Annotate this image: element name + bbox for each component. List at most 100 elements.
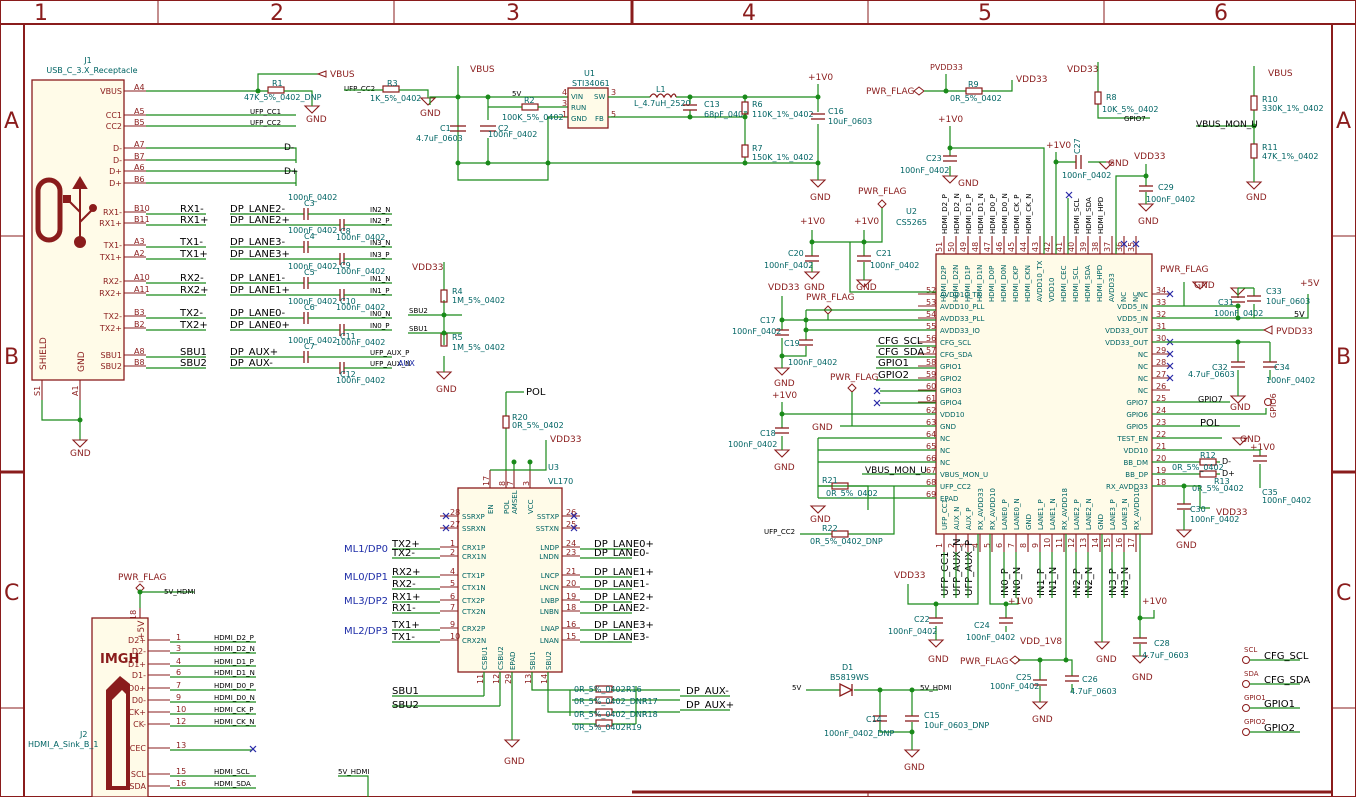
ground-icon — [1175, 529, 1193, 538]
u2-top-net: HDMI_D1_P — [965, 194, 973, 234]
dp-net-label: DP_AUX- — [230, 358, 273, 369]
u3-right-pin-num: 16 — [566, 620, 576, 629]
usb-dminus-net: D- — [284, 143, 294, 153]
u2-top-pin-name: HDMI_D1N — [976, 265, 984, 302]
zone-row-left-C: C — [4, 581, 19, 606]
u2-right-pin-num: 32 — [1156, 310, 1166, 319]
u3-top-pin-num: 8 — [498, 481, 507, 486]
dp-cap-value: 100nF_0402 — [336, 338, 385, 347]
u3-left-pin-num: 27 — [450, 520, 460, 529]
u2-top-pin-num: 48 — [971, 242, 980, 252]
u2-left-pin-name: AVDD10_PLL — [940, 303, 984, 311]
pwr-flag-vdd1v8: PWR_FLAG — [960, 657, 1008, 667]
j1-net-label: RX2- — [180, 273, 204, 284]
gnd-c23: GND — [958, 179, 979, 189]
u3-left-net: RX2- — [392, 579, 416, 590]
u2-left-pin-num: 58 — [926, 358, 936, 367]
svg-text:CFG_SCL: CFG_SCL — [878, 336, 923, 347]
no-connect-icon — [570, 512, 578, 520]
u3-left-pin-num: 4 — [450, 567, 455, 576]
u2-top-pin-num: 47 — [983, 242, 992, 252]
c14-ref: C14 — [866, 715, 882, 724]
u2-right-pin-num: 21 — [1156, 442, 1166, 451]
u2-top-pin-num: 41 — [1055, 242, 1064, 252]
u2-top-pin-name: HDMI_D2N — [952, 265, 960, 302]
u2-left-pin-num: 57 — [926, 346, 936, 355]
u2-top-pin-num: 51 — [935, 242, 944, 252]
u2-top-pin-num: 45 — [1007, 242, 1016, 252]
j1-a1-num: A1 — [71, 385, 80, 396]
u2-bottom-net: IN3_N — [1120, 567, 1131, 596]
u2-right-pin-name: NC — [1138, 363, 1148, 371]
r6-ref: R6 — [752, 100, 763, 109]
dp-cap-ref: C7 — [304, 342, 315, 351]
dp-net-label: DP_LANE3- — [230, 237, 286, 248]
u2-left-pin-num: 62 — [926, 406, 936, 415]
r13-ref: R13 — [1214, 477, 1230, 486]
dp-cap-value: 100nF_0402 — [336, 376, 385, 385]
ufp-cc2-net: UFP_CC2 — [250, 119, 281, 127]
r20-value: 0R_5%_0402 — [512, 421, 564, 430]
u2-left-pin-name: CFG_SCL — [940, 339, 971, 347]
gnd-c18: GND — [774, 463, 795, 473]
gnd-buck: GND — [420, 109, 441, 119]
vdd1v8-label: VDD_1V8 — [1020, 637, 1062, 647]
dp-cap-ref: C12 — [340, 370, 356, 379]
gnd-c25: GND — [1032, 715, 1053, 725]
u2-right-pin-num: 24 — [1156, 406, 1166, 415]
j1-value: USB_C_3.X_Receptacle — [46, 66, 137, 75]
gnd-right-2: GND — [1230, 403, 1251, 413]
j2-net-label: HDMI_CK_P — [214, 706, 253, 714]
dp-aux-minus: DP_AUX- — [686, 686, 729, 697]
r11-ref: R11 — [1262, 143, 1278, 152]
u2-bottom-pin-num: 2 — [947, 543, 956, 548]
j2-pin-num: 3 — [176, 644, 181, 653]
j2-pin-name: D1- — [132, 671, 146, 680]
no-connect-icon — [442, 512, 450, 520]
c28-value: 4.7uF_0603 — [1142, 651, 1189, 660]
u3-left-net: RX1- — [392, 603, 416, 614]
u2-left-pin-num: 61 — [926, 394, 936, 403]
j2-pin-num: 13 — [176, 741, 186, 750]
j1-body — [31, 79, 125, 381]
u2-top-pins: HDMI_D2P51HDMI_D2_PHDMI_D2N50HDMI_D2_NHD… — [935, 193, 1140, 302]
buck-regulator: VBUS GND C1 4.7uF_0603 C2 100nF_0402 R2 … — [416, 65, 872, 203]
j1-pin-name: SBU1 — [100, 351, 122, 360]
ground-icon — [1245, 181, 1263, 190]
u2-bottom-net: UFP_CC1 — [940, 552, 951, 596]
u2-top-pin-num: 43 — [1031, 242, 1040, 252]
u2-left-pin-name: AVDD10_TX — [940, 291, 982, 299]
u2-top-net: HDMI_D2_N — [953, 193, 961, 234]
u2-cs5265: U2 CS5265 HDMI_D2P51HDMI_D2_PHDMI_D2N50H… — [896, 193, 1174, 598]
p1v0-c27: +1V0 — [1046, 141, 1071, 151]
ground-icon — [903, 749, 921, 758]
u3-right-net: DP_LANE1+ — [594, 567, 654, 578]
c29-ref: C29 — [1158, 183, 1174, 192]
u2-right-pin-name: VDD5_IN — [1117, 303, 1148, 311]
j2-net-label: HDMI_SDA — [214, 780, 251, 788]
svg-text:5: 5 — [611, 110, 616, 119]
r11-value: 47K_1%_0402 — [1262, 152, 1318, 161]
u2-bottom-pin-num: 10 — [1043, 538, 1052, 548]
u2-right-pin-num: 26 — [1156, 382, 1166, 391]
u2-top-pin-name: NC — [1120, 292, 1128, 302]
u2-right-pin-name: BB_DP — [1125, 471, 1148, 479]
gpio7-u2: GPIO7 — [1198, 395, 1223, 404]
u2-top-pin-name: HDMI_SCL — [1072, 266, 1080, 302]
u3-top-pin-name: POL — [503, 500, 511, 514]
j1-pin-name: D+ — [109, 179, 122, 188]
j1-ref: J1 — [83, 56, 91, 65]
j2-net-label: HDMI_D2_N — [214, 645, 255, 653]
dp-cap-value: 100nF_0402 — [288, 262, 337, 271]
u2-top-net: HDMI_HPD — [1097, 197, 1105, 234]
test-point-label: GPIO2 — [1244, 718, 1266, 726]
r17-value: 0R_5%_0402_DNP — [574, 697, 647, 706]
u3-lane-group: ML0/DP1 — [344, 572, 388, 583]
test-point-net: CFG_SDA — [1264, 675, 1310, 686]
vbus-mon-u2: VBUS_MON_U — [865, 466, 927, 476]
gnd-test-en: GND — [1240, 435, 1261, 445]
u1-ref: U1 — [584, 69, 595, 78]
j2-pin-name: D2- — [132, 647, 146, 656]
